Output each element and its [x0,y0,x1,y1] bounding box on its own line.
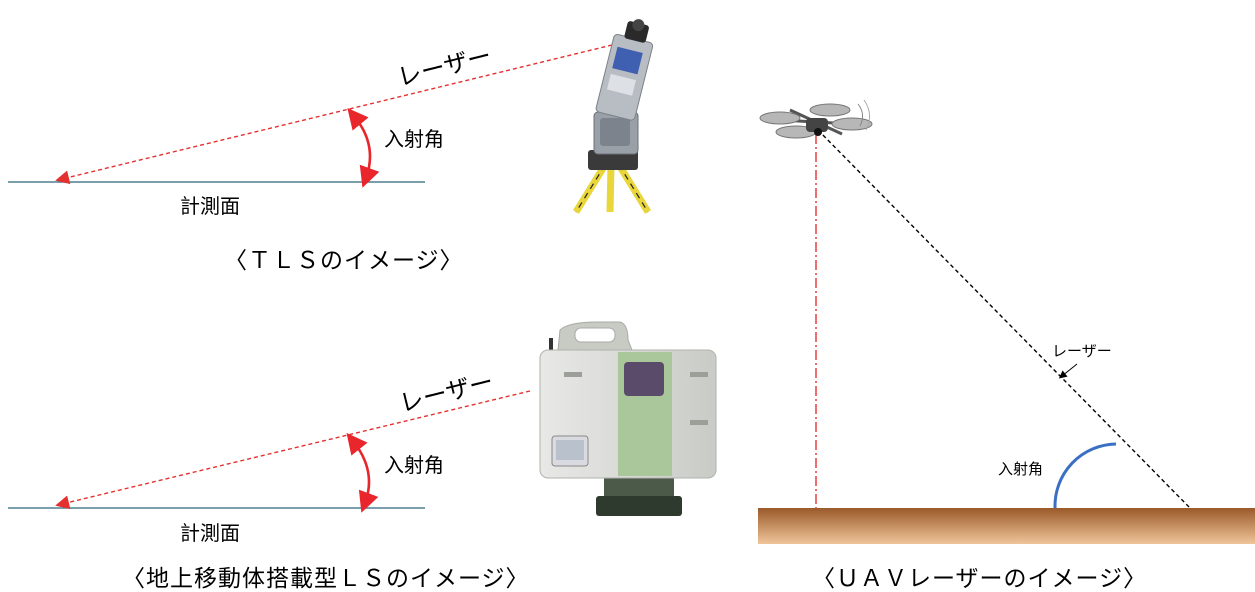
uav-panel: レーザー 入射角 〈ＵＡＶレーザーのイメージ〉 [758,99,1255,592]
tls-panel: レーザー 入射角 計測面 〈ＴＬＳのイメージ〉 [8,19,654,274]
mobile-laser-beam [55,390,531,510]
uav-angle-label: 入射角 [998,460,1043,478]
drone-icon [759,99,873,139]
mobile-incidence-angle-arrow [346,432,379,513]
uav-ground [758,508,1255,544]
tls-incidence-angle-arrow [347,107,380,188]
uav-caption: 〈ＵＡＶレーザーのイメージ〉 [812,566,1147,592]
tls-scanner-image [573,19,654,214]
mobile-surface-label: 計測面 [180,521,240,545]
tls-angle-label: 入射角 [384,127,444,151]
uav-incidence-angle-arc [1053,442,1117,509]
mobile-panel: レーザー 入射角 計測面 〈地上移動体搭載型ＬＳのイメージ〉 [8,321,717,592]
tls-caption: 〈ＴＬＳのイメージ〉 [224,248,464,274]
mobile-angle-label: 入射角 [384,453,444,477]
mobile-scanner-image [539,321,717,516]
mobile-caption: 〈地上移動体搭載型ＬＳのイメージ〉 [122,566,530,592]
uav-leader-line [1058,363,1078,379]
tls-laser-label: レーザー [395,42,494,92]
tls-surface-label: 計測面 [180,194,240,218]
mobile-laser-label: レーザー [397,368,496,418]
uav-laser-label: レーザー [1052,342,1112,360]
tls-laser-beam [55,44,613,185]
uav-laser-beam [817,129,1191,509]
